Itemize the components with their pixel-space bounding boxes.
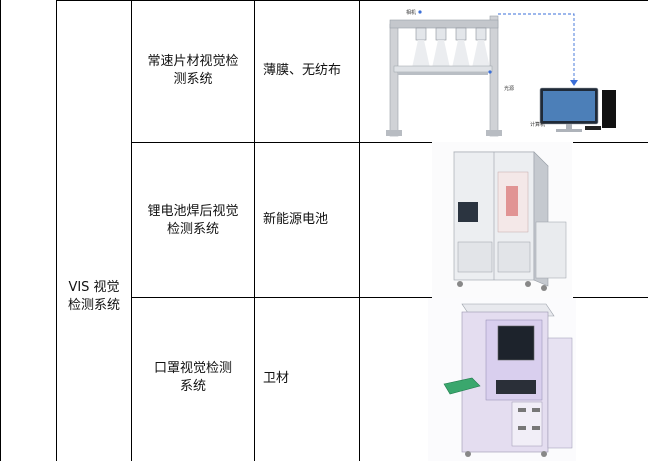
mask-inspection-machine-image — [428, 298, 576, 461]
col-divider-3 — [254, 0, 255, 461]
col-divider-0 — [0, 0, 1, 461]
row-divider-1b — [573, 142, 648, 143]
category-label: VIS 视觉 检测系统 — [67, 280, 120, 313]
row-3-product: 口罩视觉检测 系统 — [153, 361, 232, 394]
sheet-inspection-system-image: 相机 光源 计算机 — [380, 2, 630, 140]
row-divider-2b — [573, 297, 648, 298]
col-divider-1 — [56, 0, 57, 461]
row-1-application: 薄膜、无纺布 — [263, 63, 342, 78]
light-label: 光源 — [504, 85, 514, 92]
col-divider-4 — [359, 0, 360, 461]
row-3-application: 卫材 — [263, 371, 290, 386]
col-divider-2 — [131, 0, 132, 461]
computer-label: 计算机 — [530, 121, 545, 128]
row-1-product: 常速片材视觉检 测系统 — [147, 54, 239, 87]
row-divider-2 — [131, 297, 432, 298]
row-2-product: 锂电池焊后视觉 检测系统 — [147, 204, 239, 237]
row-2-application: 新能源电池 — [263, 212, 329, 227]
battery-inspection-machine-image — [432, 142, 572, 298]
table-top-border — [56, 0, 648, 1]
camera-label: 相机 — [406, 9, 416, 16]
row-divider-1 — [131, 142, 432, 143]
